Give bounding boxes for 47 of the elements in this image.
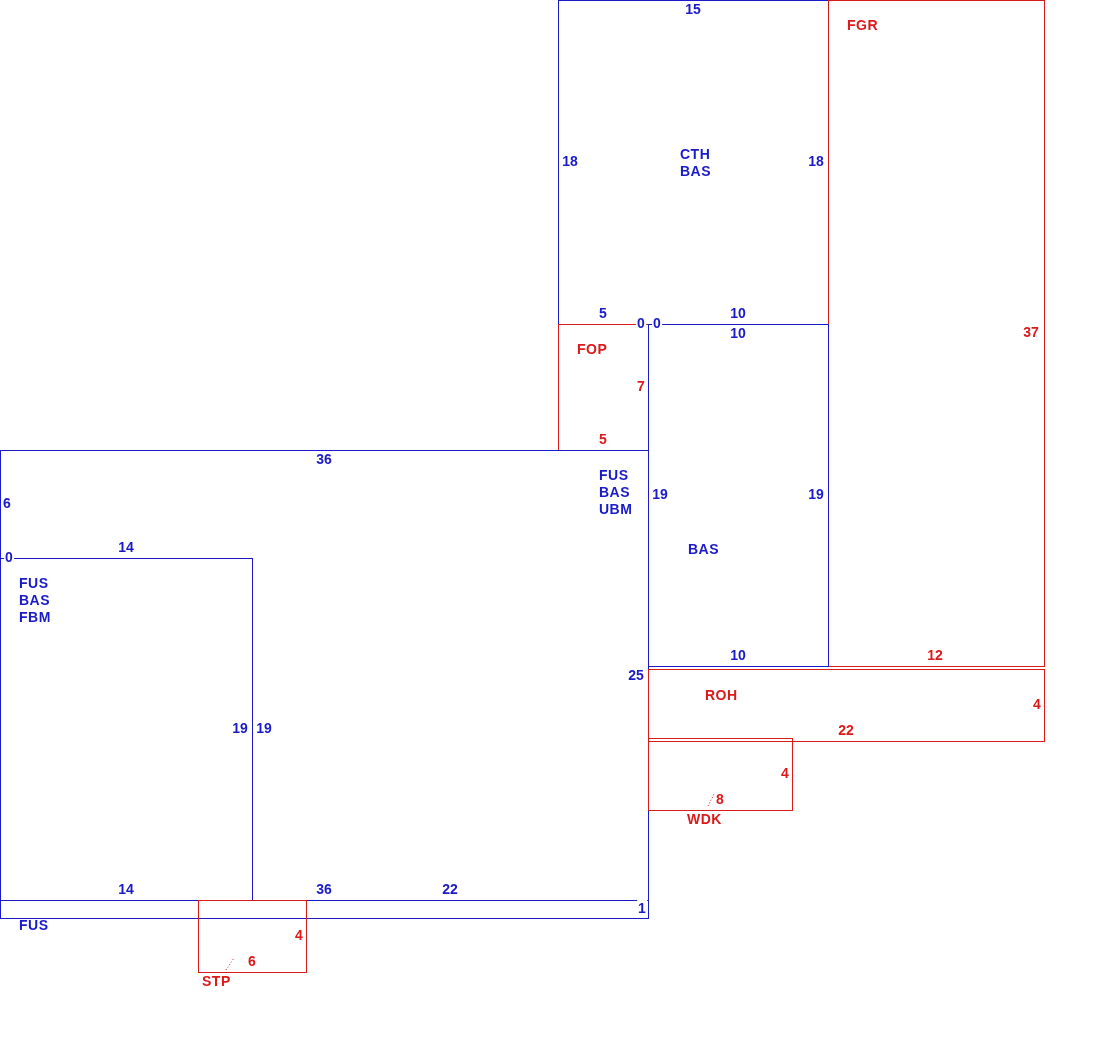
- dimension-label: 6: [2, 495, 12, 511]
- dimension-label: 36: [315, 881, 333, 897]
- area-code: WDK: [687, 811, 722, 828]
- dimension-label: 6: [247, 953, 257, 969]
- dimension-label: 22: [837, 722, 855, 738]
- dimension-label: 1: [637, 900, 647, 916]
- area-code: CTH: [680, 146, 711, 163]
- dimension-label: 10: [729, 647, 747, 663]
- dimension-label: 18: [561, 153, 579, 169]
- dimension-label: 37: [1022, 324, 1040, 340]
- area-code: FUS: [599, 467, 629, 484]
- dimension-label: 14: [117, 539, 135, 555]
- area-code: BAS: [19, 592, 51, 609]
- area-code: BAS: [688, 541, 720, 558]
- area-code: BAS: [599, 484, 631, 501]
- area-code: FBM: [19, 609, 51, 626]
- dimension-label: 4: [1032, 696, 1042, 712]
- area-code: ROH: [705, 687, 738, 704]
- dimension-label: 5: [598, 305, 608, 321]
- dimension-label: 4: [780, 765, 790, 781]
- dimension-label: 19: [231, 720, 249, 736]
- dimension-label: 19: [255, 720, 273, 736]
- dimension-label: 7: [636, 378, 646, 394]
- area-code: FGR: [847, 17, 879, 34]
- dimension-label: 10: [729, 325, 747, 341]
- dimension-label: 15: [684, 1, 702, 17]
- area-code: BAS: [680, 163, 712, 180]
- dimension-label: 0: [652, 315, 662, 331]
- area-code: FUS: [19, 575, 49, 592]
- dimension-label: 12: [926, 647, 944, 663]
- dimension-label: 14: [117, 881, 135, 897]
- dimension-label: 19: [807, 486, 825, 502]
- dimension-label: 0: [4, 549, 14, 565]
- area-code: FUS: [19, 917, 49, 934]
- dimension-label: 22: [441, 881, 459, 897]
- dimension-label: 8: [715, 791, 725, 807]
- dimension-label: 0: [636, 315, 646, 331]
- dimension-label: 25: [627, 667, 645, 683]
- dimension-label: 10: [729, 305, 747, 321]
- dimension-label: 18: [807, 153, 825, 169]
- dimension-label: 4: [294, 927, 304, 943]
- dimension-label: 36: [315, 451, 333, 467]
- area-code: FOP: [577, 341, 608, 358]
- dimension-label: 19: [651, 486, 669, 502]
- dimension-label: 5: [598, 431, 608, 447]
- area-code: UBM: [599, 501, 633, 518]
- area-code: STP: [202, 973, 231, 990]
